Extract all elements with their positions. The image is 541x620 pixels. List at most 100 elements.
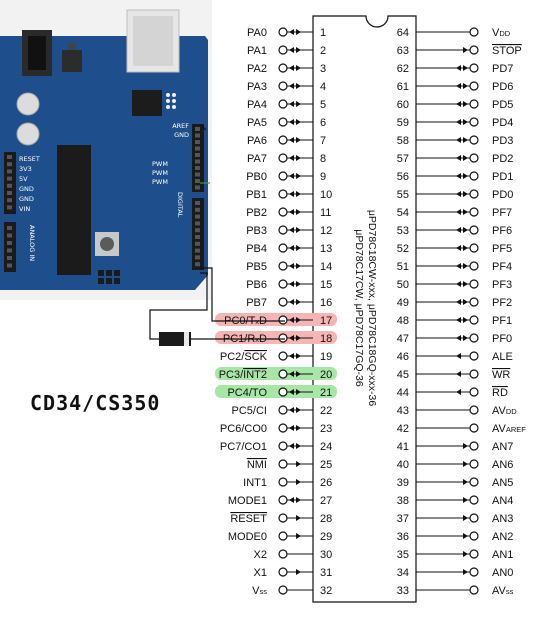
pin-label: X1 xyxy=(254,567,267,579)
pin-terminal xyxy=(469,45,479,55)
pin-label: PA5 xyxy=(247,117,267,129)
pin-number: 63 xyxy=(397,45,409,57)
arrow-head xyxy=(296,407,301,413)
pin-number: 29 xyxy=(320,531,332,543)
board-label: AREF xyxy=(172,122,189,130)
pin-number: 17 xyxy=(320,315,332,327)
pin-label: PF7 xyxy=(492,207,512,219)
arrow-head xyxy=(456,371,461,377)
pin-number: 13 xyxy=(320,243,332,255)
board-label: GND xyxy=(19,185,34,193)
pwm-label: PWM xyxy=(152,160,168,168)
voltage-regulator xyxy=(62,50,82,72)
arrow-head xyxy=(463,533,468,539)
pin-terminal xyxy=(278,405,288,415)
pin-label: Vss xyxy=(252,585,267,597)
pin-terminal xyxy=(469,333,479,343)
pin-label: PD4 xyxy=(492,117,513,129)
diode-body xyxy=(159,332,191,346)
pin-label: PD3 xyxy=(492,135,513,147)
chip: μPD78C17CW, μPD78C17GQ-36 μPD78C18CW-xxx… xyxy=(312,15,417,603)
pin-label: PA0 xyxy=(247,27,267,39)
pin-terminal xyxy=(469,477,479,487)
icsp-header xyxy=(166,93,176,109)
power-header xyxy=(4,152,16,214)
arrow-head xyxy=(296,335,301,341)
pin-terminal xyxy=(469,441,479,451)
arrow-head xyxy=(463,569,468,575)
arrow-head xyxy=(296,29,301,35)
arrow-head xyxy=(289,425,294,431)
pin-number: 47 xyxy=(397,333,409,345)
capacitor-2 xyxy=(16,122,40,146)
arrow-head xyxy=(289,245,294,251)
arrow-head xyxy=(289,371,294,377)
arrow-head xyxy=(289,263,294,269)
pin-number: 57 xyxy=(397,153,409,165)
pin-terminal xyxy=(469,207,479,217)
pin-number: 24 xyxy=(320,441,332,453)
arrow-head xyxy=(463,443,468,449)
pin-number: 58 xyxy=(397,135,409,147)
pin-number: 40 xyxy=(397,459,409,471)
pin-terminal xyxy=(469,135,479,145)
pin-terminal xyxy=(278,81,288,91)
pin-number: 10 xyxy=(320,189,332,201)
arrow-head xyxy=(296,479,301,485)
arrow-head xyxy=(456,389,461,395)
arrow-head xyxy=(289,119,294,125)
pin-terminal xyxy=(469,459,479,469)
pin-label: PF4 xyxy=(492,261,512,273)
arrow-head xyxy=(456,263,461,269)
arrow-head xyxy=(296,173,301,179)
arrow-head xyxy=(456,227,461,233)
board-label: VIN xyxy=(19,205,30,213)
arrow-head xyxy=(456,335,461,341)
pin-terminal xyxy=(469,171,479,181)
pin-terminal xyxy=(469,117,479,127)
pin-terminal xyxy=(278,495,288,505)
pin-terminal xyxy=(469,585,479,595)
pin-59: PD4 59 xyxy=(397,117,514,129)
pin-label: PC4/TO xyxy=(227,387,267,399)
usb-chip xyxy=(132,90,162,116)
arrow-head xyxy=(296,155,301,161)
pin-terminal xyxy=(278,99,288,109)
pin-terminal xyxy=(278,171,288,181)
arrow-head xyxy=(456,191,461,197)
pin-label: PB2 xyxy=(246,207,267,219)
arrow-head xyxy=(289,443,294,449)
pin-terminal xyxy=(469,243,479,253)
arrow-head xyxy=(463,65,468,71)
pin-terminal xyxy=(469,189,479,199)
pin-number: 20 xyxy=(320,369,332,381)
analog-label: ANALOG IN xyxy=(28,225,36,261)
arrow-head xyxy=(456,299,461,305)
pin-number: 5 xyxy=(320,99,326,111)
arrow-head xyxy=(463,335,468,341)
board-label: GND xyxy=(174,131,189,139)
pin-number: 9 xyxy=(320,171,326,183)
arrow-head xyxy=(296,515,301,521)
arrow-head xyxy=(289,173,294,179)
pin-terminal xyxy=(278,243,288,253)
pin-label: PD2 xyxy=(492,153,513,165)
pin-number: 59 xyxy=(397,117,409,129)
pin-number: 18 xyxy=(320,333,332,345)
pin-label: AN5 xyxy=(492,477,513,489)
pin-label: PF5 xyxy=(492,243,512,255)
digital-label: DIGITAL xyxy=(176,192,184,218)
diagram-title: CD34/CS350 xyxy=(30,391,160,415)
